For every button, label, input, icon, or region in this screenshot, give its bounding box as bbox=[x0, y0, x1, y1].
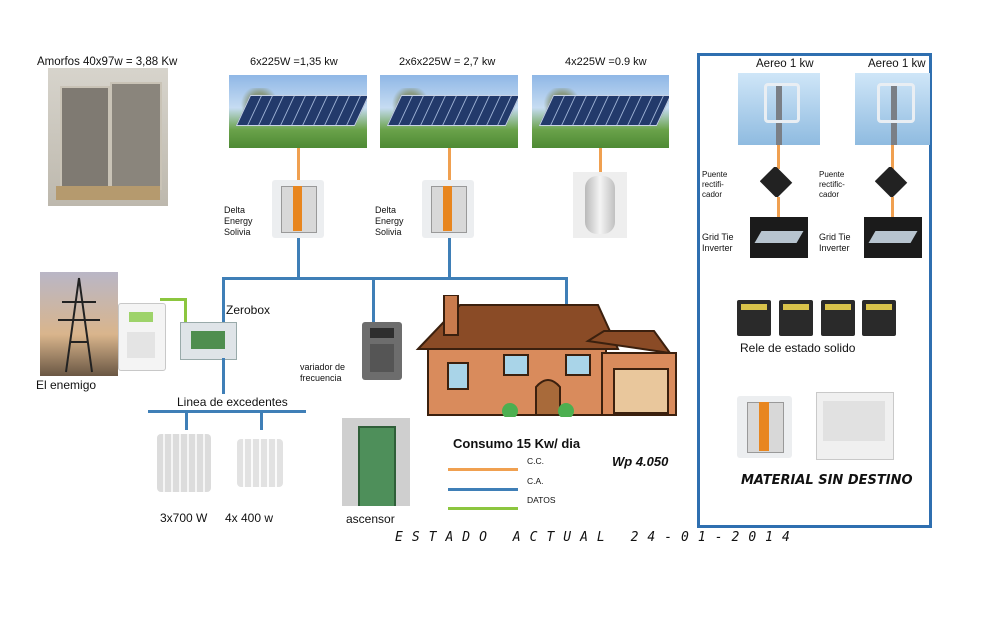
linea-label: Linea de excedentes bbox=[177, 395, 288, 409]
bridge-rectifier-1 bbox=[760, 167, 794, 197]
consumo-label: Consumo 15 Kw/ dia bbox=[453, 436, 581, 451]
zerobox-device bbox=[180, 322, 237, 360]
ssr-relay-1 bbox=[737, 300, 771, 336]
puente2-label: Puente rectific- cador bbox=[819, 170, 845, 199]
legend-ca-label: C.A. bbox=[527, 476, 544, 486]
grid-tie-inverter-2 bbox=[864, 217, 922, 258]
panel2-label: 2x6x225W = 2,7 kw bbox=[399, 56, 496, 68]
spare-inverter bbox=[737, 396, 792, 458]
legend-datos-line bbox=[448, 507, 518, 510]
footer-title: ESTADO ACTUAL 24-01-2014 bbox=[395, 530, 799, 545]
wp-value: Wp 4.050 bbox=[612, 454, 669, 469]
aereo1-label: Aereo 1 kw bbox=[756, 58, 814, 70]
oil-radiator-2 bbox=[235, 435, 287, 495]
delta2-label: Delta Energy Solivia bbox=[375, 205, 404, 237]
elevator-photo bbox=[342, 418, 410, 506]
aereo2-label: Aereo 1 kw bbox=[868, 58, 926, 70]
legend-cc-line bbox=[448, 468, 518, 471]
enemigo-label: El enemigo bbox=[36, 378, 97, 392]
energy-meter-icon bbox=[118, 303, 166, 371]
water-heater-icon bbox=[573, 172, 627, 238]
panel3-label: 4x225W =0.9 kw bbox=[565, 56, 647, 68]
oil-radiator-1 bbox=[155, 430, 215, 502]
storage-heater-icon bbox=[816, 392, 894, 460]
ssr-relay-2 bbox=[779, 300, 813, 336]
delta1-label: Delta Energy Solivia bbox=[224, 205, 253, 237]
solar-panel-array-1 bbox=[229, 75, 367, 148]
puente1-label: Puente rectifi- cador bbox=[702, 170, 728, 199]
grid2-label: Grid Tie Inverter bbox=[819, 232, 851, 253]
wind-system-frame bbox=[697, 53, 932, 528]
radiator2-label: 4x 400 w bbox=[225, 511, 274, 525]
power-tower-photo bbox=[40, 272, 118, 376]
grid-tie-inverter-1 bbox=[750, 217, 808, 258]
solar-panel-array-2 bbox=[380, 75, 518, 148]
grid1-label: Grid Tie Inverter bbox=[702, 232, 734, 253]
ascensor-label: ascensor bbox=[346, 512, 395, 526]
solar-panel-array-3 bbox=[532, 75, 669, 148]
radiator1-label: 3x700 W bbox=[160, 511, 208, 525]
zerobox-label: Zerobox bbox=[226, 303, 271, 317]
legend-datos-label: DATOS bbox=[527, 495, 556, 505]
bridge-rectifier-2 bbox=[875, 167, 909, 197]
delta-inverter-2 bbox=[422, 180, 474, 238]
house-illustration bbox=[408, 295, 686, 417]
legend-ca-line bbox=[448, 488, 518, 491]
amorphous-modules-photo bbox=[48, 68, 168, 206]
legend-cc-label: C.C. bbox=[527, 456, 544, 466]
panel1-label: 6x225W =1,35 kw bbox=[250, 56, 338, 68]
wind-turbine-2 bbox=[855, 73, 930, 145]
variador-label: variador de frecuencia bbox=[300, 362, 346, 383]
ssr-relay-3 bbox=[821, 300, 855, 336]
material-label: MATERIAL SIN DESTINO bbox=[741, 473, 913, 488]
wind-turbine-1 bbox=[738, 73, 820, 145]
delta-inverter-1 bbox=[272, 180, 324, 238]
ssr-relay-4 bbox=[862, 300, 896, 336]
frequency-drive-icon bbox=[362, 322, 402, 380]
amorfos-label: Amorfos 40x97w = 3,88 Kw bbox=[37, 56, 178, 68]
rele-label: Rele de estado solido bbox=[740, 341, 856, 355]
